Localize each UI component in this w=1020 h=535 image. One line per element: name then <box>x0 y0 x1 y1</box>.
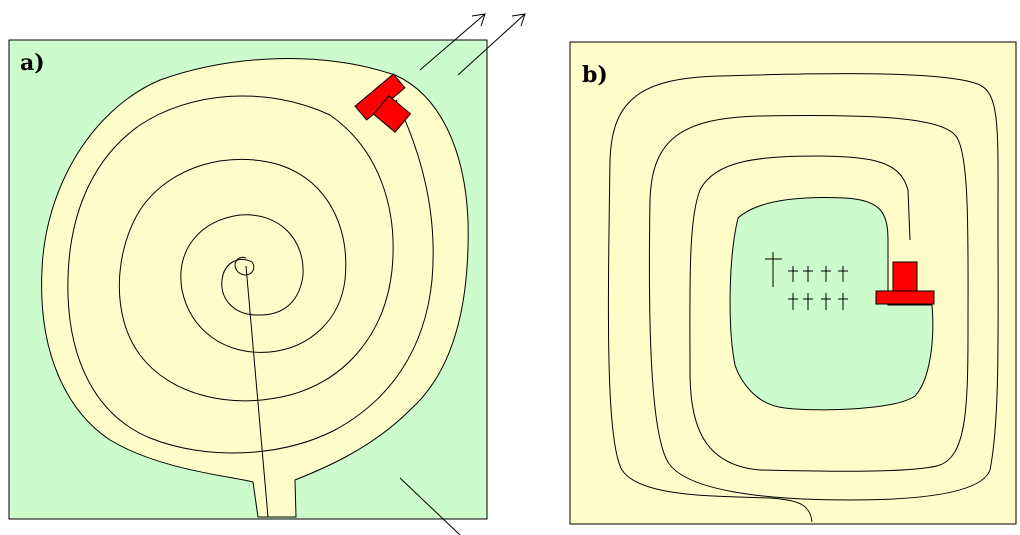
house-icon <box>354 73 412 133</box>
panel-a-label: a) <box>20 50 45 76</box>
spiral-line-inner <box>180 214 346 353</box>
road-line-outer <box>607 73 999 523</box>
spiral-line-middle <box>118 114 394 402</box>
panel-b: b) <box>569 41 1017 525</box>
arrow-icon <box>399 13 526 535</box>
access-path <box>245 265 269 518</box>
panel-a: a) <box>8 13 526 535</box>
spiral-line-outer <box>67 95 434 454</box>
road-line-middle <box>648 115 969 501</box>
cross-icon <box>765 252 848 310</box>
central-field <box>729 197 934 411</box>
spiral-center-curl <box>234 256 255 276</box>
house-icon <box>875 261 935 305</box>
spiral-road-area <box>41 58 469 518</box>
panel-b-label: b) <box>582 62 608 88</box>
road-line-inner <box>689 155 911 471</box>
